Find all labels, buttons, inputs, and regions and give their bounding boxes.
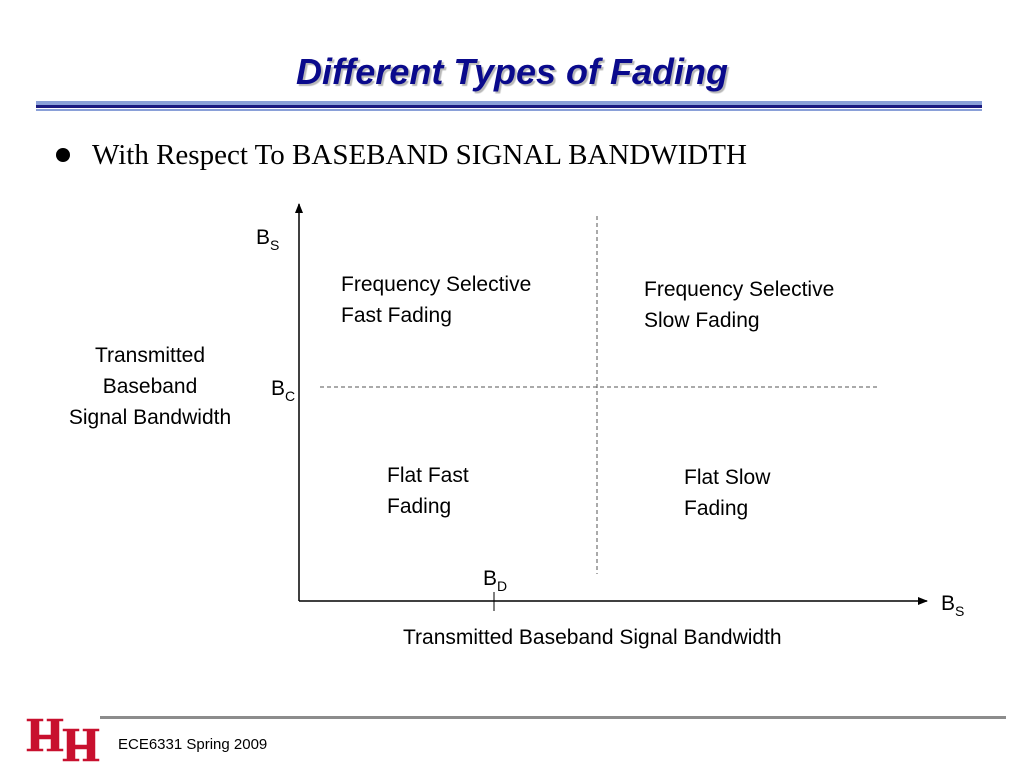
university-logo-icon: [25, 717, 101, 763]
quadrant-frequency-selective-slow: Frequency Selective Slow Fading: [644, 278, 835, 332]
bd-label: BD: [483, 567, 508, 594]
bullet-item: With Respect To BASEBAND SIGNAL BANDWIDT…: [56, 137, 747, 173]
y-axis-label: BS: [256, 226, 280, 253]
bullet-dot-icon: [56, 148, 70, 162]
x-axis-label: BS: [941, 592, 965, 619]
quadrant-flat-slow: Flat Slow Fading: [684, 466, 771, 520]
title-underline: [36, 101, 982, 111]
slide-title: Different Types of Fading: [295, 51, 729, 92]
footer-divider: [100, 716, 1006, 719]
x-axis-title: Transmitted Baseband Signal Bandwidth: [403, 626, 782, 649]
quadrant-flat-fast: Flat Fast Fading: [387, 464, 469, 518]
bullet-text: With Respect To BASEBAND SIGNAL BANDWIDT…: [92, 139, 747, 171]
bc-label: BC: [271, 377, 296, 404]
y-axis-title: Transmitted Baseband Signal Bandwidth: [68, 344, 232, 429]
quadrant-frequency-selective-fast: Frequency Selective Fast Fading: [341, 273, 532, 327]
footer-course-label: ECE6331 Spring 2009: [118, 736, 268, 753]
